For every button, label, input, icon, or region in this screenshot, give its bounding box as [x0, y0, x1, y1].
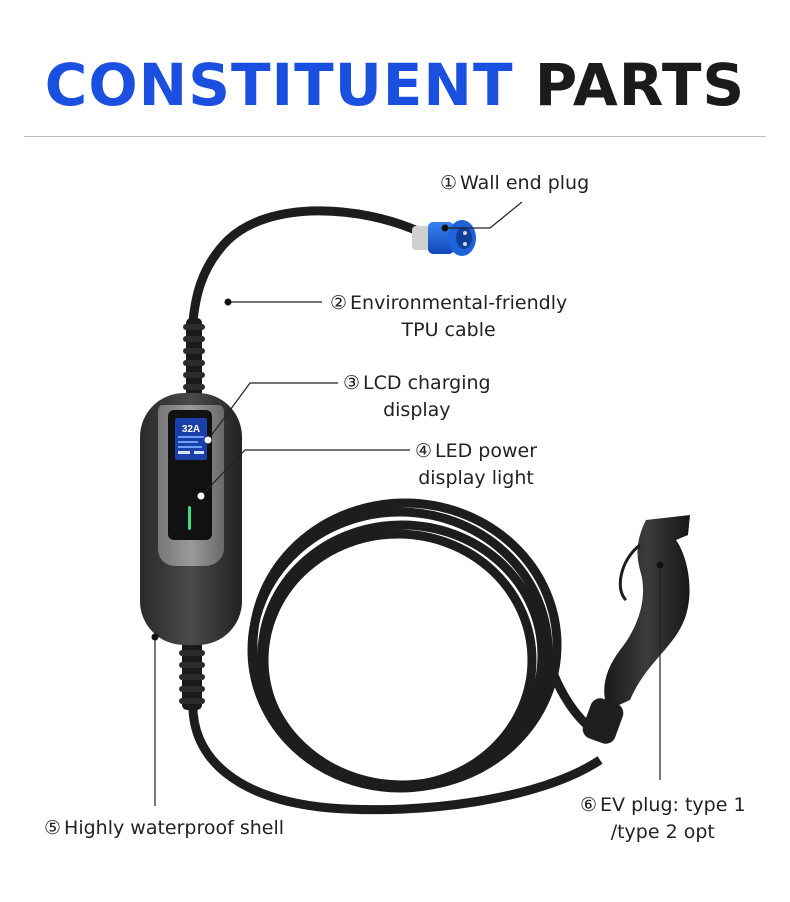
wall-plug: [412, 220, 476, 256]
title-dark: PARTS: [534, 51, 746, 119]
part-number: ③: [343, 372, 361, 394]
part-label: LED power: [435, 440, 538, 462]
part-number: ⑥: [580, 794, 598, 816]
part-label-line2: /type 2 opt: [610, 821, 715, 843]
led-light: [188, 506, 191, 530]
part-label: Wall end plug: [460, 172, 590, 194]
part-number: ①: [440, 172, 458, 194]
title-accent: CONSTITUENT: [44, 51, 514, 119]
part-number: ⑤: [44, 817, 62, 839]
leader-lines: [154, 201, 661, 806]
title-divider: [24, 136, 766, 137]
part-number: ②: [330, 292, 348, 314]
strain-relief-bottom: [179, 640, 205, 710]
part-label: LCD charging: [363, 372, 491, 394]
coiled-cable: [188, 498, 607, 815]
leader-dots: [151, 224, 664, 641]
ev-plug: [582, 515, 690, 744]
upper-cable: [188, 206, 425, 327]
part-label-line2: TPU cable: [401, 319, 496, 341]
part-label: EV plug: type 1: [600, 794, 746, 816]
strain-relief-top: [183, 318, 205, 398]
lcd-screen: 32A: [175, 418, 207, 460]
part-number: ④: [415, 440, 433, 462]
part-label-line2: display light: [418, 467, 534, 489]
page-title: CONSTITUENT PARTS: [0, 50, 790, 120]
lcd-amps: 32A: [182, 424, 200, 435]
part-label-line2: display: [383, 399, 451, 421]
part-label: Environmental-friendly: [350, 292, 568, 314]
part-label: Highly waterproof shell: [64, 817, 285, 839]
